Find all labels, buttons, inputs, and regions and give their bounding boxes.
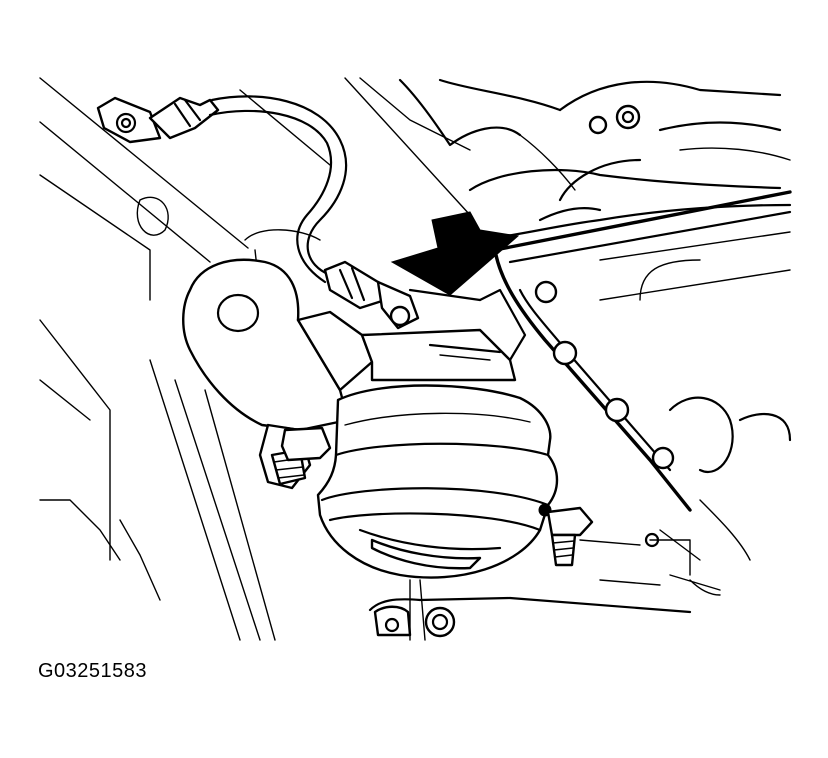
- background-structure: [39, 77, 471, 641]
- mount-bracket: [182, 258, 527, 490]
- figure-code-label: G03251583: [38, 660, 148, 682]
- location-arrow-icon: [390, 211, 520, 296]
- engine-block: [398, 78, 792, 242]
- vacuum-hose: [96, 95, 420, 330]
- mount-actuator: [316, 384, 594, 579]
- oil-pan-flange: [493, 190, 792, 596]
- lower-crossmember: [368, 539, 692, 641]
